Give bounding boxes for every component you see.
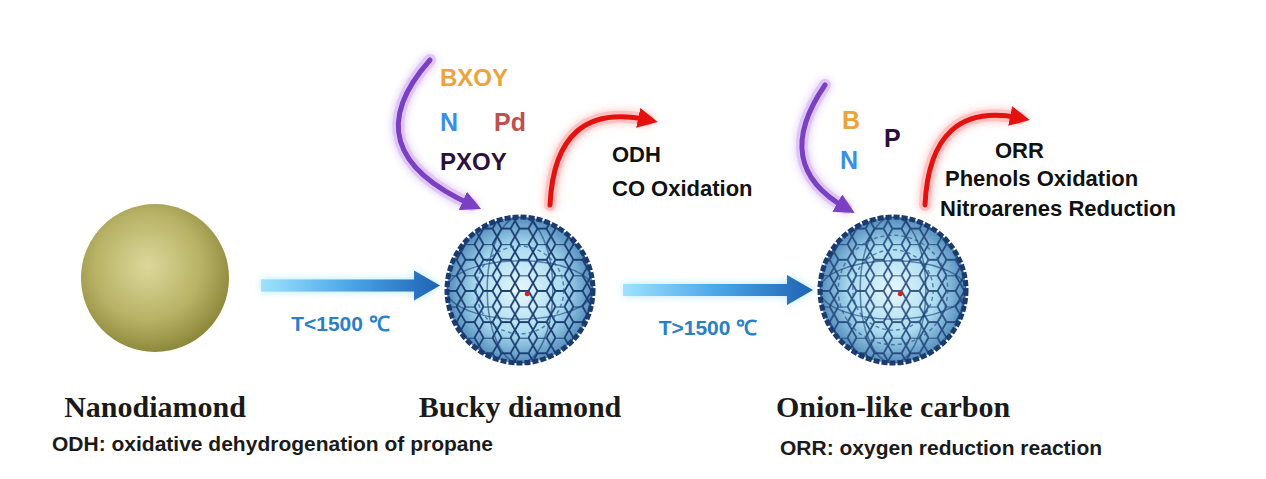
heating-arrow <box>623 275 813 305</box>
annotation-label: ORR: oxygen reduction reaction <box>780 436 1102 460</box>
node-title: Bucky diamond <box>419 390 622 424</box>
edge-label: T>1500 ℃ <box>659 313 758 341</box>
sphere-illustration <box>816 213 970 367</box>
annotation-label: BXOY <box>440 64 508 92</box>
sphere-node: Bucky diamond <box>443 213 597 367</box>
annotation-label: Phenols Oxidation <box>945 166 1138 191</box>
annotation-label: ODH <box>612 142 661 167</box>
annotation-label: ODH: oxidative dehydrogenation of propan… <box>52 432 493 456</box>
annotation-label: Nitroarenes Reduction <box>940 196 1176 221</box>
doping-arrow <box>802 85 846 208</box>
annotation-label: N <box>440 108 458 137</box>
sphere-illustration <box>75 198 235 358</box>
sphere-illustration <box>443 213 597 367</box>
node-title: Nanodiamond <box>64 390 246 424</box>
annotation-label: B <box>842 106 860 135</box>
annotation-label: Pd <box>494 108 526 137</box>
annotation-label: P <box>884 124 901 153</box>
annotation-label: CO Oxidation <box>612 176 753 201</box>
node-title: Onion-like carbon <box>776 390 1010 424</box>
sphere-node: Nanodiamond <box>75 198 235 358</box>
sphere-node: Onion-like carbon <box>816 213 970 367</box>
heating-arrow <box>261 271 440 301</box>
annotation-label: PXOY <box>440 148 507 176</box>
annotation-label: ORR <box>995 138 1044 163</box>
annotation-label: N <box>840 146 858 175</box>
edge-label: T<1500 ℃ <box>291 309 390 337</box>
